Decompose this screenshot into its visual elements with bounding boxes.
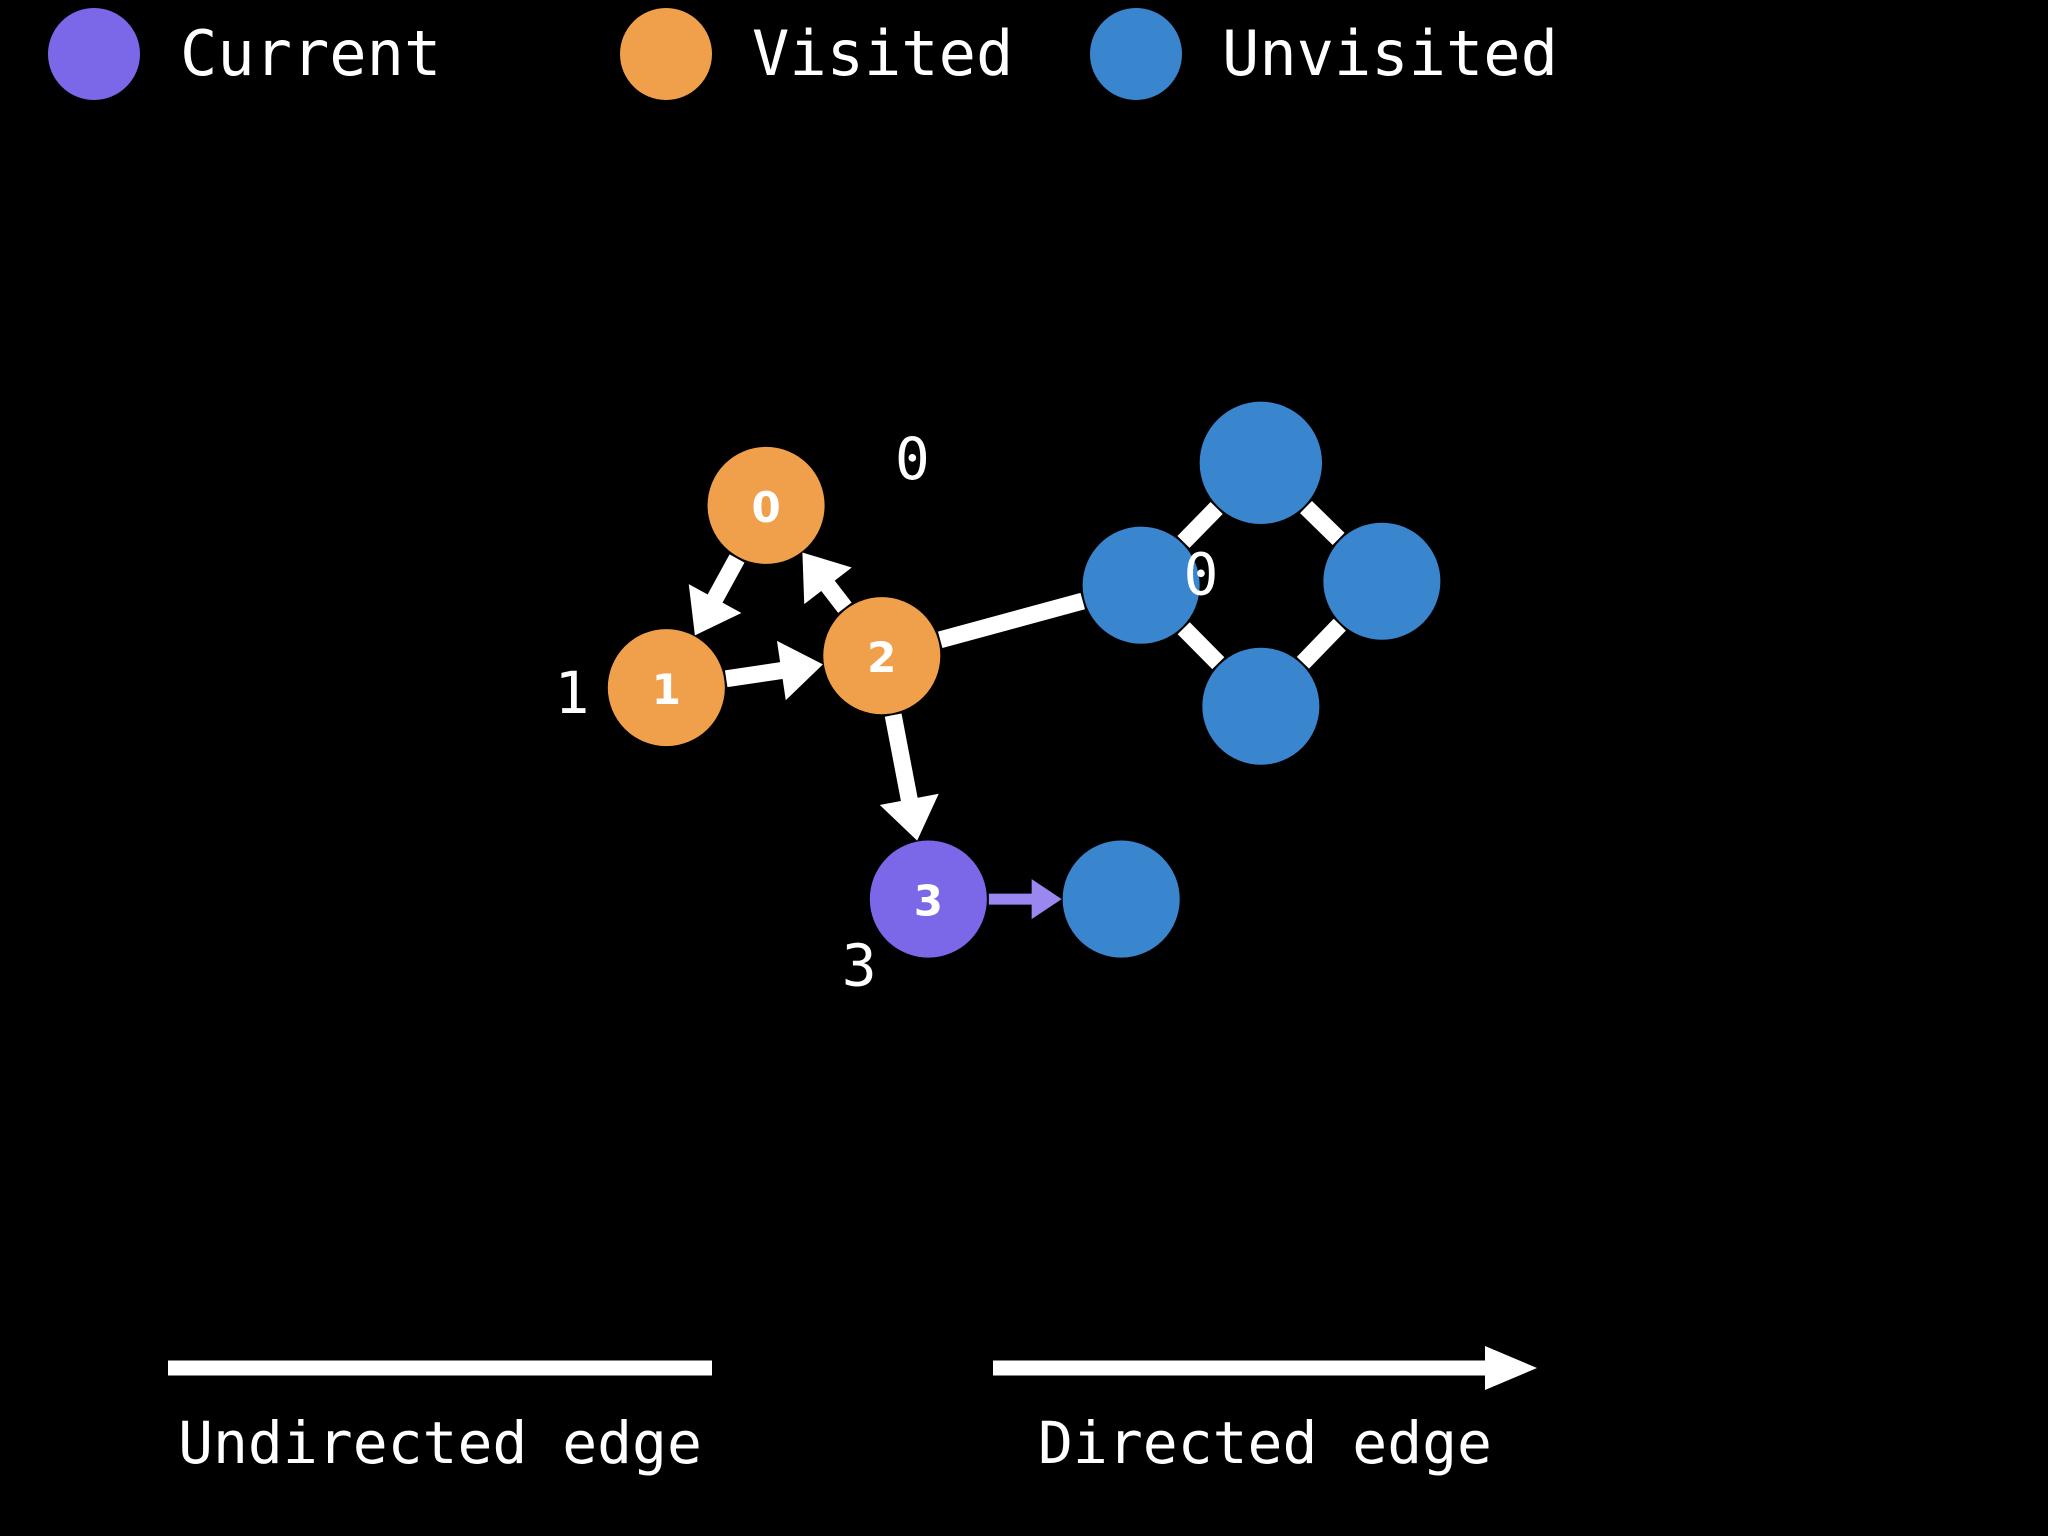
node-text-layer: 0 1 2 3 [652, 483, 943, 926]
graph-node-unvisited[interactable] [1323, 522, 1441, 640]
graph-node-id-label: 0 [751, 483, 780, 532]
graph-node-unvisited[interactable] [1202, 647, 1320, 765]
graph-edge-undirected [1296, 618, 1346, 669]
graph-edge-arrowhead-icon [688, 584, 742, 636]
legend-label-directed-edge: Directed edge [1038, 1409, 1492, 1477]
node-layer [607, 401, 1441, 958]
graph-edge-undirected [937, 592, 1085, 649]
graph-node-unvisited[interactable] [1082, 526, 1200, 644]
graph-node-id-label: 1 [652, 665, 681, 714]
graph-edge-arrowhead-icon [776, 640, 823, 701]
legend-label-undirected-edge: Undirected edge [178, 1409, 702, 1477]
graph-edge-arrowhead-icon [1031, 879, 1062, 920]
graph-edge-arrowhead-icon [802, 552, 852, 605]
graph-node-current[interactable] [869, 840, 987, 958]
graph-node-order-label: 3 [842, 932, 877, 1000]
graph-edge-directed [724, 660, 794, 688]
graph-node-unvisited[interactable] [1199, 401, 1323, 525]
legend-item-directed-edge: Directed edge [985, 1340, 1545, 1472]
graph-node-id-label: 2 [867, 633, 896, 682]
node-outer-label-layer: 0 1 0 3 [554, 425, 1218, 1000]
directed-edge-sample-icon [993, 1346, 1537, 1390]
graph-edge-directed [884, 713, 920, 812]
graph-node-order-label: 0 [1184, 541, 1219, 609]
graph-edge-undirected [1177, 502, 1223, 548]
graph-node-id-label: 3 [914, 877, 943, 926]
legend-item-undirected-edge: Undirected edge [160, 1340, 720, 1472]
graph-edge-arrowhead-icon [879, 793, 939, 841]
legend-edge-types: Undirected edge Directed edge [0, 1316, 2048, 1536]
graph-node-visited[interactable] [707, 446, 825, 564]
graph-node-order-label: 0 [895, 425, 930, 493]
graph-node-visited[interactable] [607, 629, 725, 747]
undirected-edge-sample-icon [168, 1360, 712, 1376]
graph-edge-undirected [1177, 622, 1225, 670]
graph-node-unvisited[interactable] [1062, 840, 1180, 958]
edge-layer [688, 500, 1346, 920]
graph-node-visited[interactable] [823, 597, 941, 715]
graph-node-order-label: 1 [554, 659, 589, 727]
graph-edge-undirected [1300, 500, 1345, 545]
